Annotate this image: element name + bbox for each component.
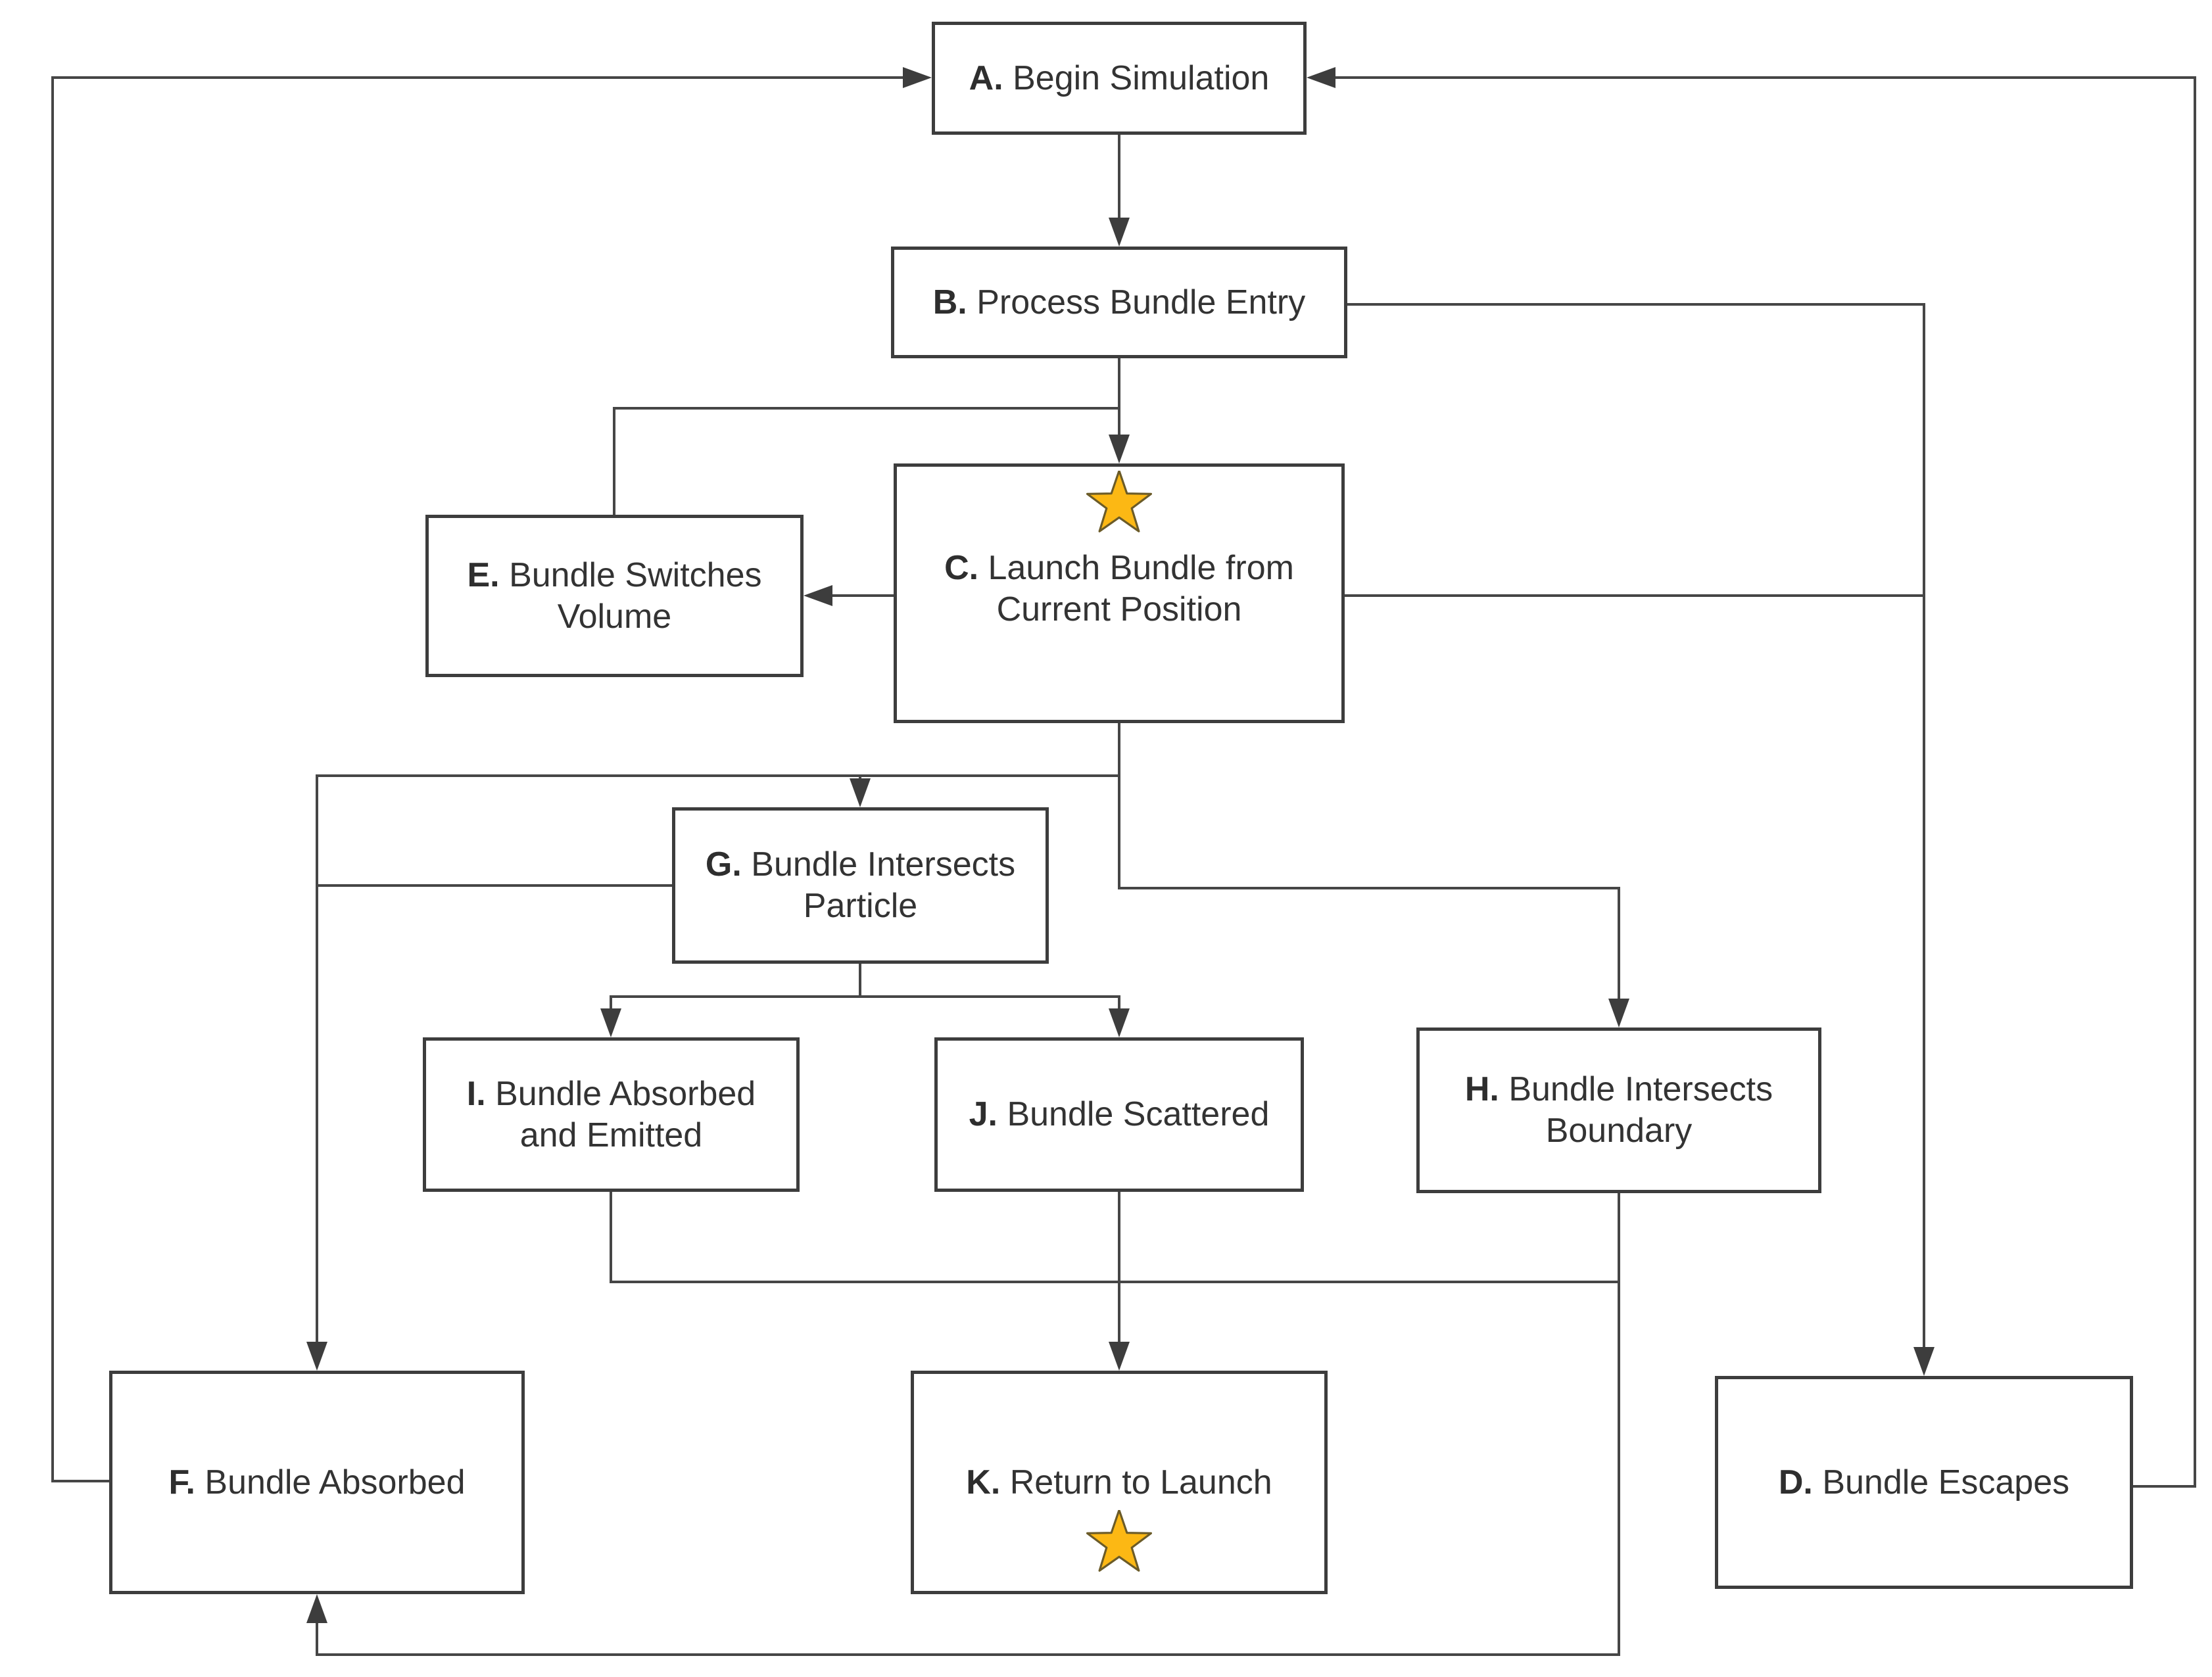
connector-segment	[2194, 76, 2196, 1488]
step-letter: C.	[944, 549, 979, 587]
step-letter: A.	[969, 59, 1003, 97]
begin-simulation-label: A. Begin Simulation	[969, 58, 1270, 99]
connector-segment	[2132, 1485, 2196, 1488]
arrowhead-icon	[306, 1594, 327, 1623]
connector-segment	[316, 774, 1120, 777]
step-text: Bundle Scattered	[1007, 1095, 1270, 1133]
bundle-absorbed-label: F. Bundle Absorbed	[169, 1462, 466, 1503]
connector-segment	[1118, 133, 1120, 223]
step-letter: G.	[705, 845, 742, 884]
step-text: Volume	[557, 597, 672, 636]
connector-segment	[1118, 887, 1620, 889]
connector-segment	[610, 1191, 612, 1283]
step-text: Bundle Intersects	[751, 845, 1016, 884]
connector-segment	[1343, 594, 1925, 597]
connector-segment	[1118, 1281, 1620, 1283]
step-letter: J.	[969, 1095, 998, 1133]
connector-segment	[51, 76, 54, 1482]
step-letter: D.	[1778, 1463, 1813, 1501]
connector-segment	[1618, 887, 1620, 1004]
bundle-scattered-label: J. Bundle Scattered	[969, 1094, 1270, 1135]
connector-segment	[1923, 303, 1925, 1352]
connector-segment	[316, 884, 673, 887]
begin-simulation-box: A. Begin Simulation	[932, 22, 1307, 135]
connector-segment	[316, 774, 318, 1347]
connector-segment	[859, 962, 861, 998]
step-letter: F.	[168, 1463, 195, 1501]
connector-segment	[316, 1619, 318, 1656]
connector-segment	[1118, 722, 1120, 889]
step-text: Bundle Escapes	[1822, 1463, 2070, 1501]
connector-segment	[610, 995, 1120, 998]
return-to-launch-label: K. Return to Launch	[966, 1462, 1272, 1503]
bundle-escapes-label: D. Bundle Escapes	[1779, 1462, 2069, 1503]
connector-segment	[610, 1281, 1120, 1283]
arrowhead-icon	[903, 67, 932, 88]
connector-segment	[316, 1653, 1620, 1656]
arrowhead-icon	[1307, 67, 1335, 88]
arrowhead-icon	[1913, 1347, 1935, 1376]
step-text: Begin Simulation	[1013, 59, 1270, 97]
step-text: Launch Bundle from	[988, 549, 1294, 587]
step-letter: E.	[467, 555, 500, 594]
connector-segment	[830, 594, 895, 597]
bundle-escapes-box: D. Bundle Escapes	[1715, 1376, 2133, 1589]
arrowhead-icon	[1109, 1342, 1130, 1371]
arrowhead-icon	[600, 1008, 621, 1037]
connector-segment	[1618, 1192, 1620, 1656]
step-text: Particle	[803, 887, 918, 925]
step-text: and Emitted	[519, 1116, 703, 1154]
step-text: Boundary	[1545, 1112, 1693, 1150]
arrowhead-icon	[804, 585, 832, 606]
connector-segment	[1346, 303, 1925, 306]
process-bundle-entry-label: B. Process Bundle Entry	[933, 282, 1305, 323]
step-letter: H.	[1464, 1070, 1499, 1108]
arrowhead-icon	[1608, 999, 1629, 1027]
star-icon	[1084, 1509, 1154, 1576]
star-icon	[1084, 469, 1154, 537]
return-to-launch-box: K. Return to Launch	[911, 1371, 1328, 1594]
step-letter: K.	[966, 1463, 1001, 1501]
arrowhead-icon	[1109, 218, 1130, 247]
connector-segment	[1118, 995, 1120, 1015]
step-text: Return to Launch	[1009, 1463, 1272, 1501]
connector-segment	[610, 995, 612, 1015]
arrowhead-icon	[1109, 1008, 1130, 1037]
step-text: Bundle Absorbed	[204, 1463, 466, 1501]
arrowhead-icon	[850, 778, 871, 807]
step-text: Bundle Absorbed	[495, 1074, 756, 1113]
step-text: Bundle Intersects	[1508, 1070, 1773, 1108]
connector-segment	[613, 407, 1120, 410]
arrowhead-icon	[306, 1342, 327, 1371]
step-letter: B.	[932, 283, 967, 321]
bundle-absorbed-box: F. Bundle Absorbed	[109, 1371, 525, 1594]
step-text: Bundle Switches	[509, 555, 762, 594]
step-letter: I.	[466, 1074, 486, 1113]
connector-segment	[613, 407, 615, 516]
arrowhead-icon	[1109, 435, 1130, 463]
bundle-scattered-box: J. Bundle Scattered	[934, 1037, 1304, 1192]
connector-segment	[1118, 357, 1120, 440]
connector-segment	[51, 1480, 110, 1482]
connector-segment	[1118, 1191, 1120, 1347]
step-text: Current Position	[996, 590, 1242, 628]
connector-segment	[1334, 76, 2196, 79]
process-bundle-entry-box: B. Process Bundle Entry	[891, 247, 1347, 358]
connector-segment	[51, 76, 906, 79]
step-text: Process Bundle Entry	[976, 283, 1306, 321]
